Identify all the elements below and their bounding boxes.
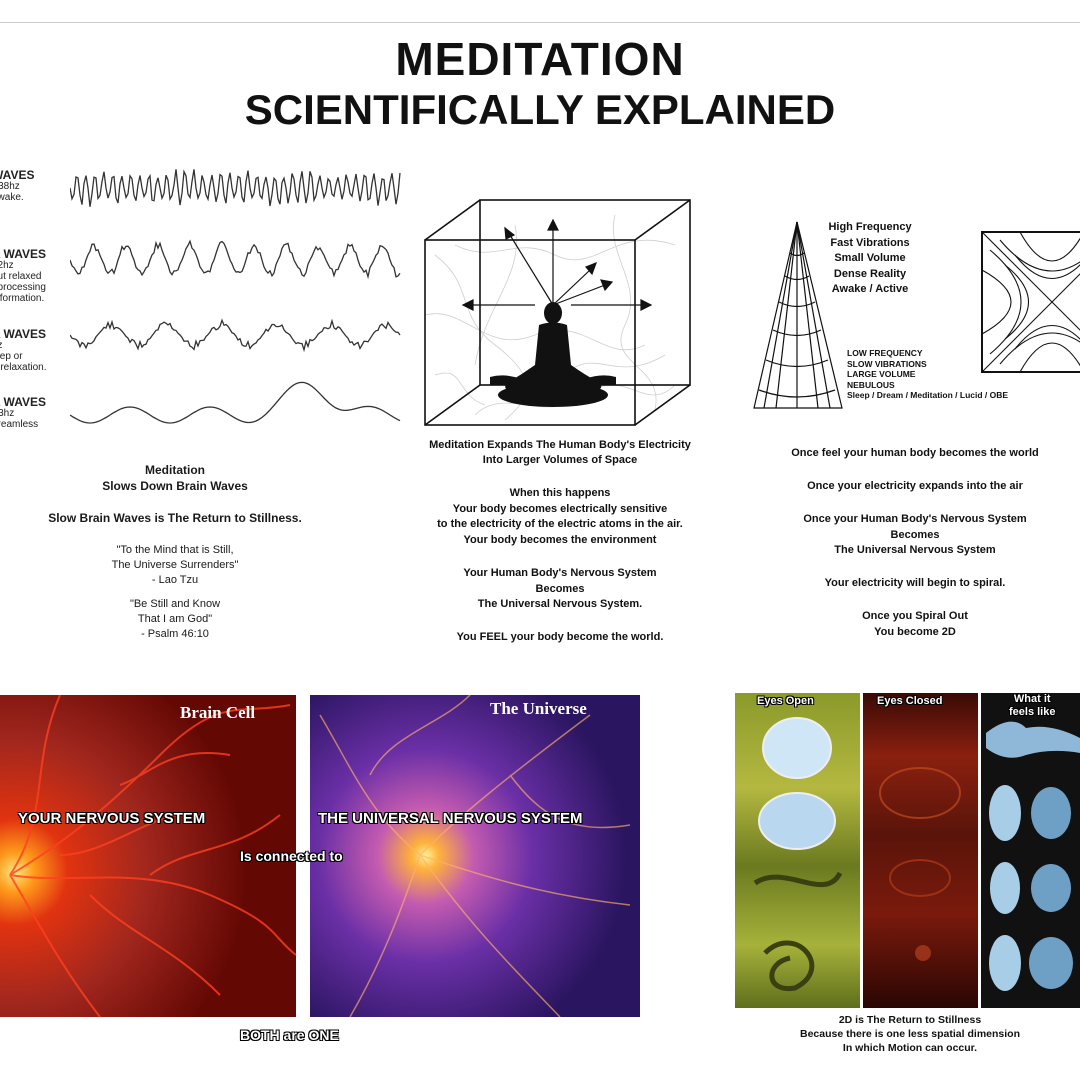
page-subtitle: SCIENTIFICALLY EXPLAINED xyxy=(244,86,836,133)
universe-image: The Universe xyxy=(310,695,640,1017)
wave-label-alpha: A WAVES12hzbut relaxed t processing info… xyxy=(0,247,47,304)
right-caption-3: Once your Human Body's Nervous System Be… xyxy=(803,513,1027,556)
universal-nervous-system-label: THE UNIVERSAL NERVOUS SYSTEM xyxy=(318,810,583,827)
what-it-feels-like-panel: What it feels like xyxy=(981,693,1080,1008)
eyes-closed-label: Eyes Closed xyxy=(877,695,943,707)
eyes-open-label: Eyes Open xyxy=(757,695,814,707)
low-frequency-list: LOW FREQUENCY SLOW VIBRATIONS LARGE VOLU… xyxy=(847,348,1009,400)
eyes-open-panel: Eyes Open xyxy=(735,693,860,1008)
frequency-cone-illustration xyxy=(753,221,843,409)
eyes-closed-panel: Eyes Closed xyxy=(863,693,978,1008)
top-rule xyxy=(0,22,1080,23)
universe-label: The Universe xyxy=(490,699,587,718)
high-frequency-list: High Frequency Fast Vibrations Small Vol… xyxy=(828,221,912,295)
page-title: MEDITATION xyxy=(395,33,685,85)
what-it-feels-like-label: What it feels like xyxy=(1009,693,1056,718)
center-caption-p1: When this happens Your body becomes elec… xyxy=(437,487,683,546)
right-caption-4: Your electricity will begin to spiral. xyxy=(824,577,1006,589)
both-are-one-label: BOTH are ONE xyxy=(240,1027,339,1043)
right-caption-2: Once your electricity expands into the a… xyxy=(807,480,1023,492)
meditation-cube-illustration xyxy=(424,199,691,426)
left-caption-stillness: Slow Brain Waves is The Return to Stilln… xyxy=(48,511,302,525)
two-d-caption: 2D is The Return to Stillness Because th… xyxy=(799,1014,1020,1054)
right-caption-1: Once feel your human body becomes the wo… xyxy=(791,447,1039,459)
wave-label-beta: WAVES- 38hzawake. xyxy=(0,168,35,203)
your-nervous-system-label: YOUR NERVOUS SYSTEM xyxy=(18,810,206,827)
brain-cell-image: Brain Cell xyxy=(0,695,296,1017)
center-caption-p3: You FEEL your body become the world. xyxy=(456,631,664,643)
lao-tzu-quote: "To the Mind that is Still, The Universe… xyxy=(111,544,239,586)
brain-waves-illustration xyxy=(70,169,401,424)
is-connected-to-label: Is connected to xyxy=(240,848,343,864)
warp-grid-illustration xyxy=(981,231,1080,373)
psalm-quote: "Be Still and Know That I am God" - Psal… xyxy=(129,598,221,640)
center-caption-p2: Your Human Body's Nervous System Becomes… xyxy=(463,567,657,610)
right-caption-5: Once you Spiral Out You become 2D xyxy=(862,610,968,638)
wave-label-delta: A WAVES- 3hzdreamless xyxy=(0,395,47,430)
center-caption-heading: Meditation Expands The Human Body's Elec… xyxy=(429,439,691,466)
wave-label-theta: A WAVEShzleep or e relaxation. xyxy=(0,327,47,373)
left-caption-heading: Meditation Slows Down Brain Waves xyxy=(102,463,248,493)
brain-cell-label: Brain Cell xyxy=(180,703,256,722)
